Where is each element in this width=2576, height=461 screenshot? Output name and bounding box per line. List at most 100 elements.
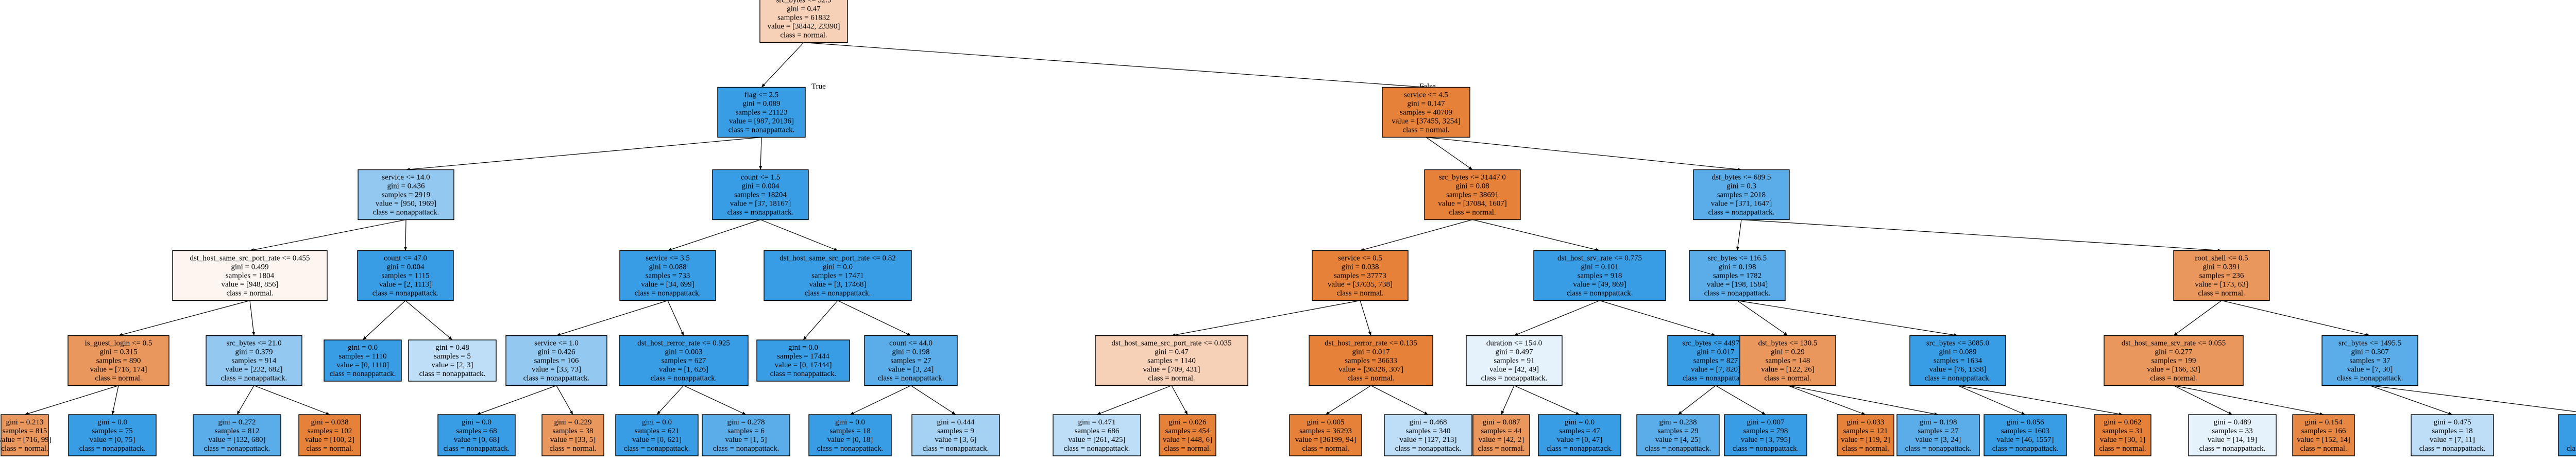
node-text-line: samples = 1782 bbox=[1713, 272, 1761, 280]
edge-arrowhead bbox=[1736, 246, 1740, 251]
node-text-line: class = normal. bbox=[1302, 445, 1349, 453]
node-text-line: samples = 454 bbox=[1165, 427, 1210, 435]
node-text-line: gini = 0.198 bbox=[1718, 263, 1756, 271]
node-text-line: class = nonappattack. bbox=[1733, 445, 1799, 453]
node-text-line: dst_bytes <= 130.5 bbox=[1758, 339, 1818, 348]
node-text-line: class = nonappattack. bbox=[713, 445, 779, 453]
tree-node-n10: dst_host_same_src_port_rate <= 0.82gini … bbox=[764, 250, 912, 301]
node-text-line: value = [3, 795] bbox=[1741, 436, 1790, 444]
node-text-line: value = [34, 699] bbox=[641, 281, 694, 289]
node-text-line: samples = 236 bbox=[2199, 272, 2244, 280]
node-text-line: value = [127, 213] bbox=[1400, 436, 1457, 444]
node-text-line: class = nonappattack. bbox=[1905, 445, 1972, 453]
node-text-line: gini = 0.088 bbox=[649, 263, 686, 271]
node-box bbox=[67, 335, 170, 386]
node-text-line: gini = 0.089 bbox=[742, 100, 780, 108]
node-text-line: value = [37084, 1607] bbox=[1438, 200, 1506, 208]
node-text-line: class = nonappattack. bbox=[878, 374, 944, 383]
tree-edge bbox=[405, 300, 453, 340]
node-text-line: samples = 1140 bbox=[1147, 357, 1196, 365]
node-box bbox=[1984, 414, 2067, 456]
node-text-line: class = nonappattack. bbox=[1064, 445, 1130, 453]
edge-arrowhead bbox=[742, 412, 746, 415]
node-text-line: class = nonappattack. bbox=[1645, 445, 1711, 453]
tree-edge bbox=[118, 300, 250, 336]
edge-arrowhead bbox=[1784, 332, 1788, 336]
node-text-line: class = normal. bbox=[1336, 289, 1383, 298]
node-text-line: class = normal. bbox=[1764, 374, 1811, 383]
node-text-line: gini = 0.47 bbox=[787, 5, 821, 13]
node-text-line: gini = 0.038 bbox=[1341, 263, 1379, 271]
node-text-line: value = [122, 26] bbox=[1761, 366, 1814, 374]
node-text-line: value = [0, 68] bbox=[454, 436, 499, 444]
node-text-line: value = [132, 680] bbox=[209, 436, 266, 444]
node-box bbox=[712, 169, 809, 220]
tree-edge bbox=[1787, 385, 1866, 415]
node-text-line: samples = 102 bbox=[308, 427, 352, 435]
node-text-line: class = normal. bbox=[1148, 374, 1195, 383]
node-text-line: samples = 798 bbox=[1743, 427, 1788, 435]
node-text-line: samples = 31 bbox=[2102, 427, 2143, 435]
node-box bbox=[541, 414, 604, 456]
node-text-line: value = [173, 63] bbox=[2195, 281, 2248, 289]
edge-arrowhead bbox=[2174, 332, 2178, 336]
node-text-line: class = normal. bbox=[780, 31, 827, 40]
node-text-line: samples = 1634 bbox=[1934, 357, 1982, 365]
node-text-line: gini = 0.497 bbox=[1495, 348, 1533, 356]
node-text-line: samples = 27 bbox=[1918, 427, 1959, 435]
node-text-line: class = normal. bbox=[95, 374, 142, 383]
tree-edge bbox=[1957, 385, 2026, 415]
node-text-line: gini = 0.0 bbox=[348, 344, 378, 352]
node-text-line: samples = 33 bbox=[2212, 427, 2252, 435]
node-box bbox=[1472, 414, 1530, 456]
node-text-line: class = normal. bbox=[1402, 126, 1449, 134]
tree-edge bbox=[667, 219, 761, 251]
node-text-line: samples = 166 bbox=[2301, 427, 2346, 435]
node-text-line: class = normal. bbox=[1164, 445, 1211, 453]
node-text-line: class = nonappattack. bbox=[330, 370, 396, 378]
tree-edge bbox=[760, 219, 838, 251]
node-text-line: src_bytes <= 116.5 bbox=[1708, 254, 1767, 263]
node-text-line: gini = 0.147 bbox=[1407, 100, 1445, 108]
node-text-line: value = [3, 6] bbox=[935, 436, 977, 444]
node-text-line: samples = 29 bbox=[1657, 427, 1698, 435]
node-text-line: samples = 17471 bbox=[811, 272, 864, 280]
node-text-line: class = normal. bbox=[1478, 445, 1524, 453]
node-text-line: gini = 0.47 bbox=[1155, 348, 1189, 356]
node-text-line: value = [0, 17444] bbox=[775, 361, 832, 369]
node-text-line: value = [716, 174] bbox=[90, 366, 147, 374]
node-text-line: value = [37455, 3254] bbox=[1392, 117, 1460, 126]
node-text-line: samples = 38691 bbox=[1446, 191, 1499, 199]
node-text-line: class = normal. bbox=[306, 445, 353, 453]
node-text-line: class = normal. bbox=[226, 289, 273, 298]
node-box bbox=[1309, 335, 1433, 386]
node-box bbox=[1312, 250, 1409, 301]
node-text-line: dst_host_same_src_port_rate <= 0.035 bbox=[1111, 339, 1231, 348]
node-box bbox=[2292, 414, 2355, 456]
node-text-line: gini = 0.499 bbox=[231, 263, 268, 271]
node-text-line: gini = 0.101 bbox=[1581, 263, 1618, 271]
tree-edge bbox=[1737, 300, 1788, 336]
node-text-line: samples = 812 bbox=[215, 427, 260, 435]
node-text-line: samples = 121 bbox=[1843, 427, 1888, 435]
node-text-line: value = [166, 33] bbox=[2147, 366, 2200, 374]
node-text-line: class = normal. bbox=[1347, 374, 1394, 383]
node-text-line: gini = 0.29 bbox=[1771, 348, 1805, 356]
node-text-line: value = [119, 2] bbox=[1841, 436, 1890, 444]
node-box bbox=[1739, 335, 1836, 386]
node-box bbox=[911, 414, 1000, 456]
node-text-line: value = [49, 869] bbox=[1573, 281, 1626, 289]
node-text-line: value = [4, 25] bbox=[1655, 436, 1701, 444]
node-text-line: samples = 1603 bbox=[2001, 427, 2049, 435]
